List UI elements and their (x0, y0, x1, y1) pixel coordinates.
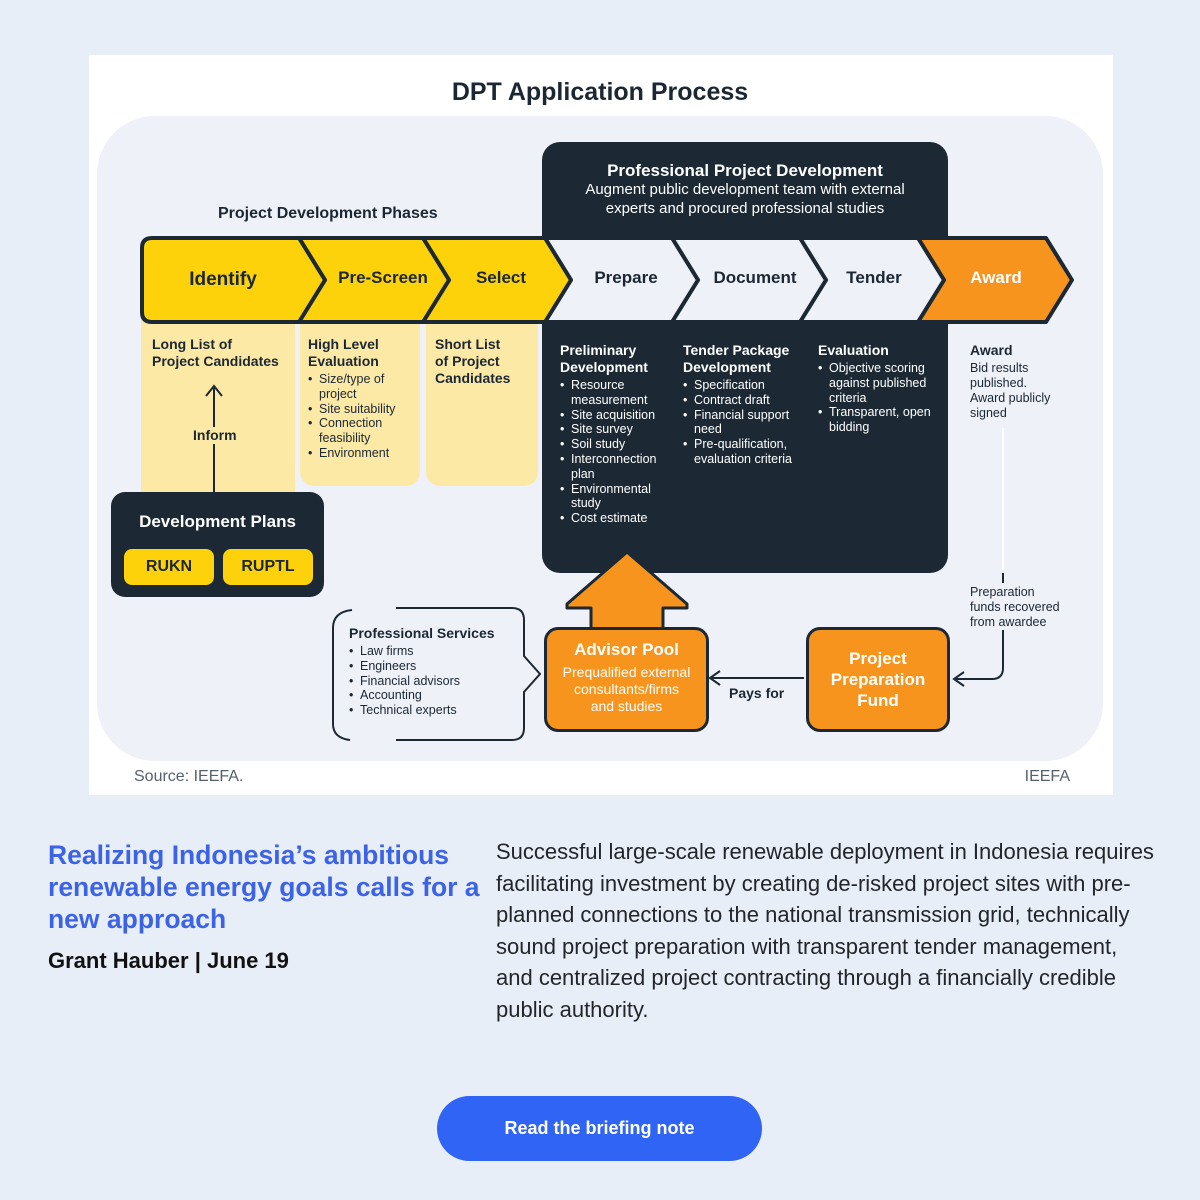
advisor-pool-title: Advisor Pool (574, 640, 679, 659)
document-heading-line1: Tender Package (683, 342, 790, 358)
article-body: Successful large-scale renewable deploym… (496, 839, 1154, 1022)
list-item: Specification (683, 378, 803, 393)
development-plans-title: Development Plans (139, 512, 296, 531)
list-item: Site acquisition (560, 408, 672, 423)
professional-services-list: Law firms Engineers Financial advisors A… (349, 644, 519, 718)
list-item: Cost estimate (560, 511, 672, 526)
list-item: Connection feasibility (308, 416, 416, 446)
inform-arrowhead (205, 384, 223, 397)
ppd-subtitle-line2: experts and procured professional studie… (605, 200, 885, 217)
pays-for-label: Pays for (729, 685, 785, 701)
advisor-pool-line1: Prequalified external (562, 664, 691, 680)
list-item: Site suitability (308, 402, 416, 417)
advisor-pool-line3: and studies (590, 698, 663, 714)
list-item: Accounting (349, 688, 519, 703)
list-item: Objective scoring against published crit… (818, 361, 938, 405)
plan-rukn: RUKN (122, 547, 216, 587)
list-item: Pre-qualification, evaluation criteria (683, 437, 803, 467)
phase-prescreen: Pre-Screen (338, 268, 428, 287)
source-note: Source: IEEFA. (134, 768, 244, 785)
list-item: Soil study (560, 437, 672, 452)
ppf-line3: Fund (857, 691, 899, 710)
list-item: Contract draft (683, 393, 803, 408)
list-item: Interconnection plan (560, 452, 672, 482)
tender-heading: Evaluation (818, 342, 889, 358)
recovered-line3: from awardee (970, 615, 1047, 629)
award-heading: Award (970, 342, 1013, 358)
pays-for-arrowhead (708, 670, 721, 686)
list-item: Environment (308, 446, 416, 461)
project-preparation-fund-box (806, 627, 950, 732)
professional-services-title: Professional Services (349, 625, 495, 641)
award-return-line (956, 630, 1004, 680)
prepare-heading-line2: Development (560, 359, 648, 375)
select-heading-line2: of Project (435, 353, 500, 369)
recovered-line1: Preparation (970, 585, 1035, 599)
prepare-heading-line1: Preliminary (560, 342, 637, 358)
phase-select: Select (475, 268, 527, 287)
advisor-up-arrow (565, 550, 689, 632)
identify-heading-line1: Long List of (152, 336, 233, 352)
ppf-arrowhead (952, 671, 965, 687)
ppd-subtitle-line1: Augment public development team with ext… (585, 181, 905, 198)
advisor-pool-box (544, 627, 709, 732)
phase-document: Document (713, 268, 797, 287)
phase-award: Award (970, 268, 1022, 287)
list-item: Site survey (560, 422, 672, 437)
inform-label: Inform (192, 427, 238, 444)
award-text-line1: Bid results (970, 361, 1029, 375)
identify-heading-line2: Project Candidates (152, 353, 279, 369)
list-item: Law firms (349, 644, 519, 659)
article-headline: Realizing Indonesia’s ambitious renewabl… (48, 840, 480, 934)
recovered-line2: funds recovered (970, 600, 1060, 614)
article-byline: Grant Hauber | June 19 (48, 948, 289, 973)
award-text-line3: Award publicly (970, 391, 1051, 405)
ppd-title: Professional Project Development (607, 161, 883, 180)
phase-tender: Tender (846, 268, 902, 287)
ppf-line1: Project (849, 649, 907, 668)
select-heading-line1: Short List (435, 336, 501, 352)
award-text-line2: published. (970, 376, 1027, 390)
identify-column (141, 310, 295, 500)
prescreen-bullets: Size/type of project Site suitability Co… (308, 372, 416, 461)
phase-identify: Identify (189, 269, 257, 290)
ppf-line2: Preparation (830, 670, 926, 689)
list-item: Engineers (349, 659, 519, 674)
list-item: Resource measurement (560, 378, 672, 408)
brand-label: IEEFA (1024, 768, 1070, 785)
list-item: Environmental study (560, 482, 672, 512)
diagram-title: DPT Application Process (451, 78, 749, 106)
document-bullets: Specification Contract draft Financial s… (683, 378, 803, 467)
list-item: Financial support need (683, 408, 803, 438)
prescreen-heading-line2: Evaluation (308, 353, 379, 369)
read-briefing-button[interactable]: Read the briefing note (437, 1096, 762, 1161)
professional-services-bracket (332, 607, 542, 741)
tender-bullets: Objective scoring against published crit… (818, 361, 938, 435)
list-item: Financial advisors (349, 674, 519, 689)
list-item: Transparent, open bidding (818, 405, 938, 435)
advisor-pool-line2: consultants/firms (573, 681, 680, 697)
award-text-line4: signed (970, 406, 1007, 420)
select-heading-line3: Candidates (435, 370, 511, 386)
list-item: Size/type of project (308, 372, 416, 402)
phases-label: Project Development Phases (218, 205, 438, 222)
phase-chevrons (140, 236, 1074, 741)
list-item: Technical experts (349, 703, 519, 718)
document-heading-line2: Development (683, 359, 771, 375)
prescreen-heading-line1: High Level (308, 336, 379, 352)
phase-prepare: Prepare (594, 268, 658, 287)
plan-ruptl: RUPTL (221, 547, 315, 587)
select-column (426, 310, 538, 486)
chevron-identify (140, 236, 327, 324)
prepare-bullets: Resource measurement Site acquisition Si… (560, 378, 672, 526)
